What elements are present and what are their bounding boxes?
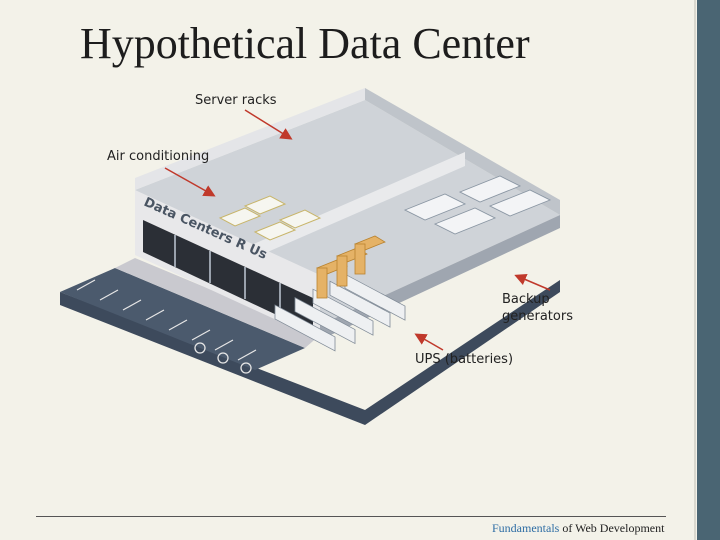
label-backup-generators-line2: generators [502,309,573,324]
arrow-server-racks [244,109,293,140]
slide-sidebar [697,0,720,540]
label-backup-generators-line1: Backup [502,292,550,307]
arrow-backup-generators [514,273,551,291]
footer-rule [36,516,666,517]
accessible-parking-icon [194,342,252,374]
parking-lot [60,268,305,370]
air-conditioning-units [218,195,322,241]
footer-accent: Fundamentals [492,521,560,535]
arrow-air-conditioning [164,167,216,197]
server-racks [274,273,406,352]
ground-slab [60,280,560,425]
footer-rest: of Web Development [559,521,665,535]
label-ups: UPS (batteries) [415,352,513,367]
slide-footer: Fundamentals of Web Development [492,521,664,536]
back-wall-left [135,88,365,190]
sidebar-divider [694,0,696,540]
ups-batteries [316,235,386,299]
sidewalk [115,258,320,348]
arrow-ups [414,333,444,351]
label-air-conditioning: Air conditioning [107,149,209,164]
backup-generators [403,175,552,235]
parking-lines [76,279,257,361]
data-center-diagram: Data Centers R Us Server racks Air condi… [60,88,573,425]
interior-wall [240,152,465,264]
slide-title: Hypothetical Data Center [80,19,530,68]
label-server-racks: Server racks [195,93,277,108]
facade-windows [143,220,313,332]
